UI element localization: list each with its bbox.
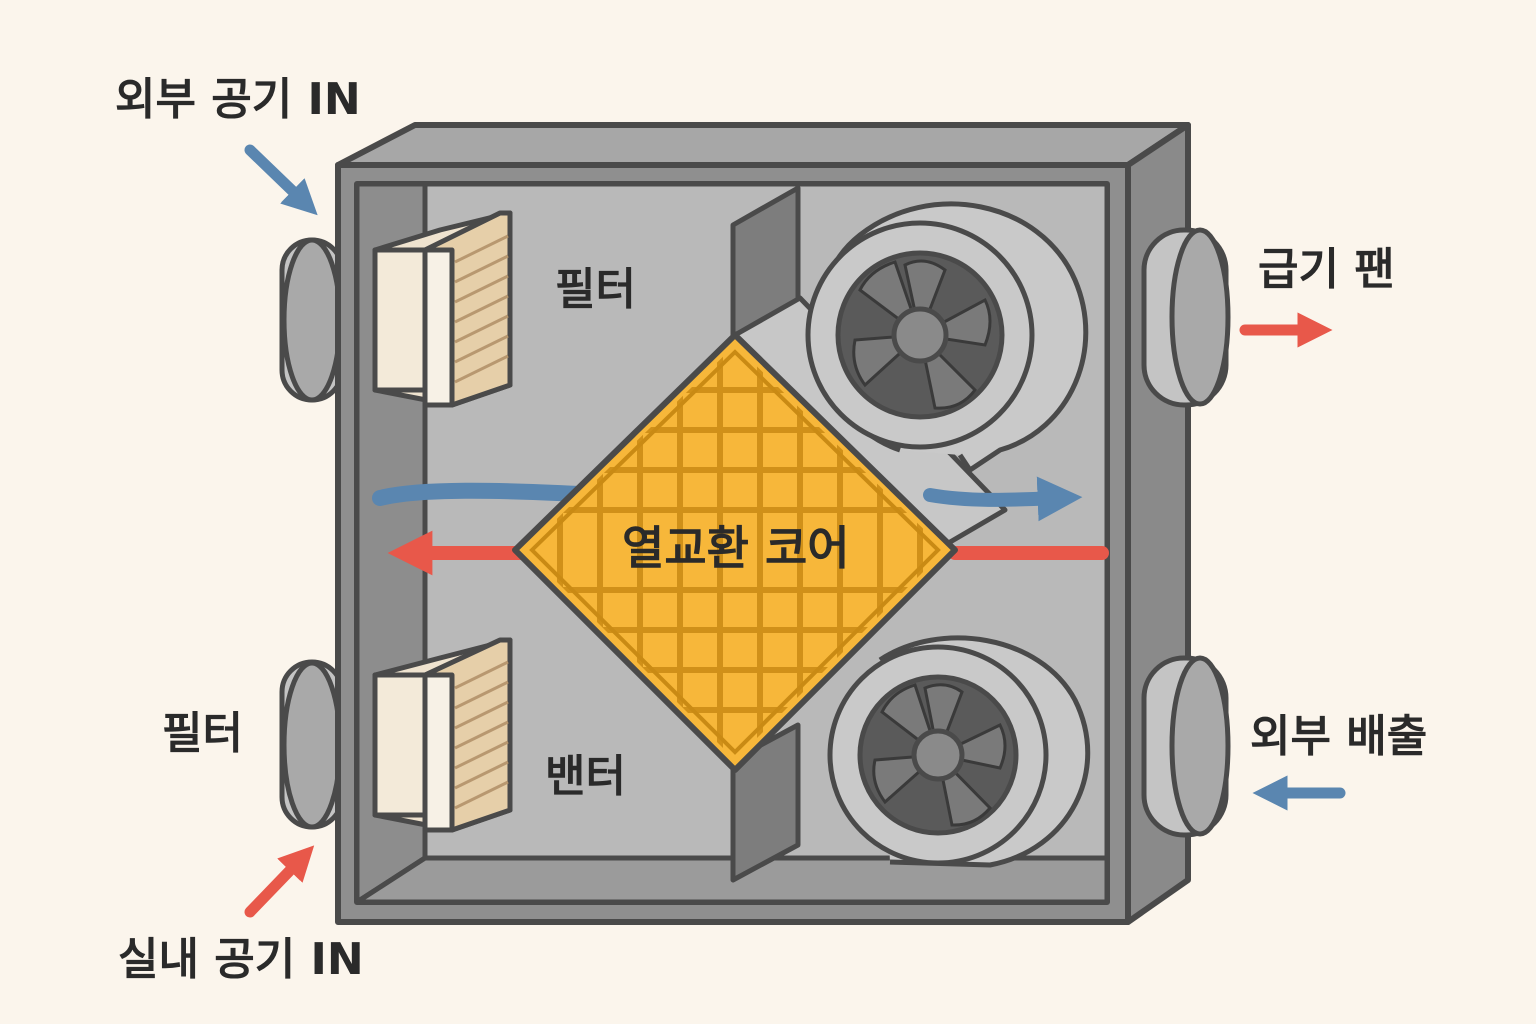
label-exhaust-outside: 외부 배출 [1250, 711, 1428, 762]
divider-wall [730, 185, 801, 883]
label-filter-top: 필터 [555, 264, 636, 315]
arrow-icon [244, 845, 315, 918]
duct-right-top [1141, 227, 1231, 408]
duct-left-top [279, 237, 345, 403]
label-vent: 밴터 [545, 751, 626, 802]
label-core: 열교환 코어 [622, 521, 850, 575]
filter-icon [454, 234, 509, 384]
cold-air-stream [372, 482, 588, 506]
duct-right-bottom [1141, 655, 1231, 838]
filter-top [372, 210, 513, 408]
label-filter-bottom-left: 필터 [162, 708, 243, 759]
airflow-internal [372, 476, 1109, 576]
fan-top [805, 201, 1089, 474]
fan-bottom [827, 635, 1091, 868]
filter-icon [454, 660, 509, 810]
label-supply-fan: 급기 팬 [1258, 244, 1395, 295]
duct-left-bottom [279, 659, 345, 830]
arrows-external [244, 144, 1346, 918]
label-outside-air-in: 외부 공기 IN [115, 74, 361, 125]
label-indoor-air-in: 실내 공기 IN [118, 934, 364, 985]
filter-bottom [372, 637, 513, 833]
cold-air-exit [923, 476, 1083, 522]
arrow-icon [244, 144, 318, 216]
